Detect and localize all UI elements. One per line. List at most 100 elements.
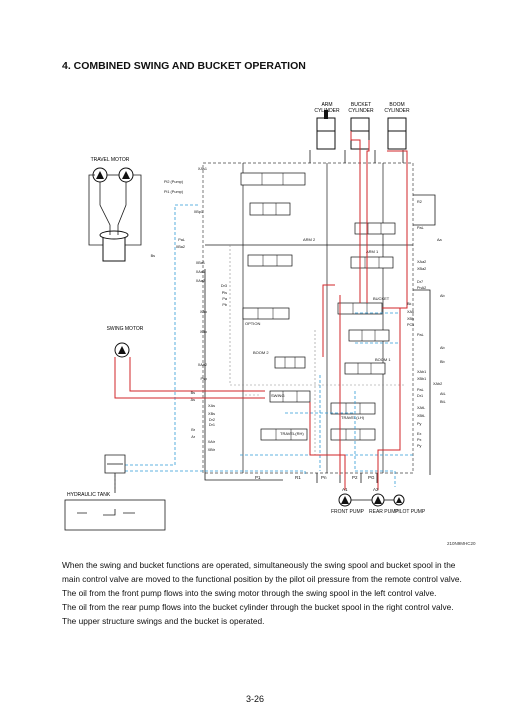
- spool-bucket-label: BUCKET: [373, 296, 390, 301]
- spool-travel-lh-label: TRAVEL(LH): [341, 415, 365, 420]
- page-number: 3-26: [245, 694, 264, 704]
- left-port-label: Dr1: [209, 423, 215, 427]
- right-port-label: Py: [417, 444, 422, 448]
- left-port-label: Bs: [191, 391, 196, 395]
- left-port-label: Psp: [200, 377, 207, 381]
- spool-arm2-label: ARM 2: [303, 237, 316, 242]
- left-port-label: Pa: [222, 297, 228, 301]
- left-port-label: XAo: [200, 310, 207, 314]
- bucket-cylinder: BUCKET CYLINDER: [348, 102, 374, 150]
- left-port-label: XBa2: [176, 245, 185, 249]
- left-port-label: PaL: [178, 238, 185, 242]
- right-port-label: R2: [417, 200, 422, 204]
- spool-boom1-label: BOOM 1: [375, 357, 391, 362]
- left-port-label: Pi1 (Pump): [164, 190, 184, 194]
- paragraph: The oil from the rear pump flows into th…: [62, 602, 454, 613]
- right-port-label: Dr7: [417, 280, 423, 284]
- spool-option-label: OPTION: [245, 321, 260, 326]
- right-port-label: XAa2: [417, 260, 426, 264]
- right-port-label: XBa2: [417, 267, 426, 271]
- boom-cylinder-label-2: CYLINDER: [384, 108, 410, 114]
- right-port-label: Ab: [440, 346, 445, 350]
- left-port-label: Ar: [191, 435, 196, 439]
- right-port-label: Dr1: [417, 394, 423, 398]
- left-port-label: Dr2: [209, 418, 215, 422]
- left-port-label: As: [191, 398, 196, 402]
- left-port-label: Dr3: [221, 284, 227, 288]
- left-port-label: Bs: [151, 254, 156, 258]
- left-port-label: XAtr: [208, 440, 216, 444]
- left-port-label: Pls: [222, 291, 227, 295]
- pilot-pump-label: PILOT PUMP: [395, 509, 426, 515]
- paragraph: The upper structure swings and the bucke…: [62, 616, 265, 627]
- rear-pump-label: REAR PUMP: [369, 509, 399, 515]
- right-port-label: XBb1: [417, 377, 426, 381]
- right-port-label: Bb: [440, 360, 445, 364]
- boom-cylinder-label-1: BOOM: [389, 102, 404, 108]
- spool-swing-label: SWING: [271, 393, 285, 398]
- left-port-label: XAa1: [196, 270, 205, 274]
- right-port-label: XAb2: [433, 382, 442, 386]
- right-port-label: Aa: [437, 238, 443, 242]
- bucket-cylinder-label-1: BUCKET: [351, 102, 371, 108]
- spool-arm1-label: ARM 1: [366, 249, 379, 254]
- front-pump-label: FRONT PUMP: [331, 509, 365, 515]
- right-port-label: Bk: [407, 302, 412, 306]
- bucket-cylinder-label-2: CYLINDER: [348, 108, 374, 114]
- left-port-label: Pi2 (Pump): [164, 180, 184, 184]
- right-port-label: PaL: [417, 226, 424, 230]
- port-p2: P2: [352, 475, 358, 480]
- left-port-label: XBs: [208, 412, 215, 416]
- left-port-label: XBp1: [194, 210, 203, 214]
- right-port-label: PaL: [417, 388, 424, 392]
- right-port-label: PaL: [417, 333, 424, 337]
- left-port-label: XAa2: [196, 279, 205, 283]
- pump-port-a1: A1: [342, 487, 348, 492]
- left-port-label: XBo: [200, 330, 207, 334]
- port-pn: Pn: [321, 475, 327, 480]
- swing-motor: SWING MOTOR: [107, 326, 144, 358]
- right-port-label: PnA2: [417, 286, 426, 290]
- travel-motor: TRAVEL MOTOR: [91, 157, 134, 262]
- hydraulic-tank-label: HYDRAULIC TANK: [67, 492, 111, 498]
- right-port-label: AtL: [440, 392, 446, 396]
- left-port-label: Br: [191, 428, 196, 432]
- main-control-valve: [202, 162, 414, 474]
- tank-filter-group: [64, 454, 166, 531]
- right-port-label: XBk: [407, 317, 414, 321]
- right-port-label: PCk: [407, 323, 414, 327]
- right-port-label: Px: [417, 438, 422, 442]
- right-port-label: XAb1: [417, 370, 426, 374]
- pump-port-a2: A2: [373, 487, 379, 492]
- port-pg: PG: [368, 475, 375, 480]
- left-port-label: XBtr: [208, 448, 216, 452]
- hydraulic-circuit-diagram: ARM CYLINDER BUCKET CYLINDER BOOM CYLIND…: [64, 102, 446, 531]
- right-port-label: Ab: [440, 294, 445, 298]
- drawing-code: 210N9MHC20: [447, 541, 476, 546]
- pump-group: [338, 493, 405, 507]
- right-port-label: BtL: [440, 400, 446, 404]
- right-port-label: XAk: [407, 310, 414, 314]
- travel-motor-label: TRAVEL MOTOR: [91, 157, 130, 163]
- section-title: 4. COMBINED SWING AND BUCKET OPERATION: [62, 60, 306, 72]
- left-port-label: XAs1: [198, 167, 207, 171]
- port-p1: P1: [255, 475, 261, 480]
- swing-motor-label: SWING MOTOR: [107, 326, 144, 332]
- arm-cylinder: ARM CYLINDER: [314, 102, 340, 150]
- boom-cylinder: BOOM CYLINDER: [384, 102, 410, 150]
- description-text: When the swing and bucket functions are …: [62, 558, 462, 628]
- right-port-label: XBtL: [417, 414, 425, 418]
- left-port-label: XBa1: [196, 261, 205, 265]
- left-port-label: XAs: [208, 404, 215, 408]
- left-port-label: XAb2: [198, 363, 207, 367]
- paragraph: When the swing and bucket functions are …: [62, 560, 462, 585]
- paragraph: The oil from the front pump flows into t…: [62, 588, 437, 599]
- port-r1: R1: [295, 475, 301, 480]
- arm-cylinder-label-1: ARM: [321, 102, 332, 108]
- right-port-label: Py: [417, 422, 422, 426]
- left-port-label: Pb: [222, 303, 227, 307]
- spool-travel-rh-label: TRAVEL(RH): [280, 431, 304, 436]
- right-port-label: Ex: [417, 432, 422, 436]
- spool-boom2-label: BOOM 2: [253, 350, 269, 355]
- right-port-label: XAtL: [417, 406, 425, 410]
